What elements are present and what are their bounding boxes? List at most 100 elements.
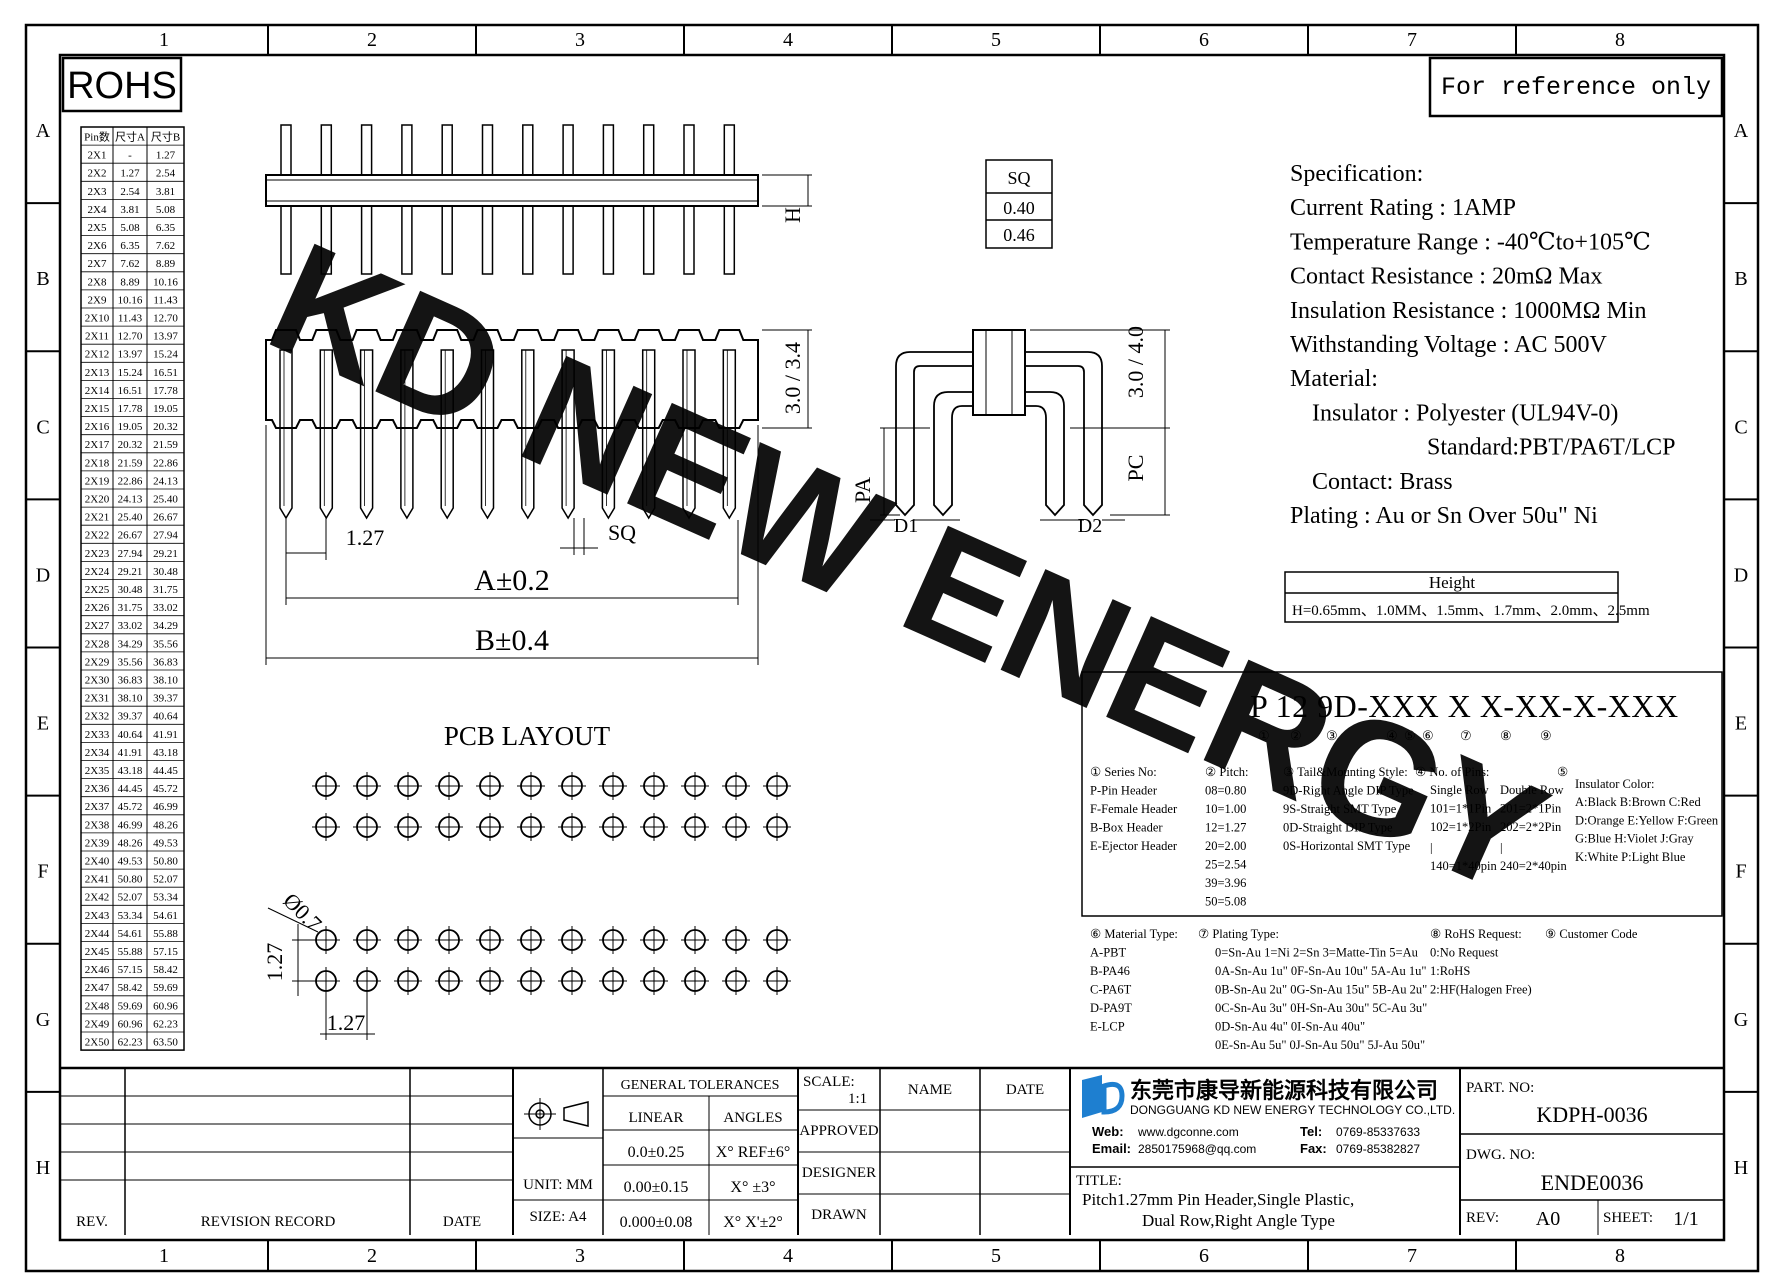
pin-table-cell: 50.80 — [118, 874, 143, 886]
tail-option: 9D-Right Angle DIP Type — [1283, 784, 1414, 798]
plating-option: ⑦ Plating Type: — [1198, 927, 1279, 941]
material-option: B-PA46 — [1090, 964, 1130, 978]
spec-line: Specification: — [1290, 161, 1423, 187]
height-table-value: H=0.65mm、1.0MM、1.5mm、1.7mm、2.0mm、2.5mm — [1292, 603, 1650, 619]
rohs-option: 2:HF(Halogen Free) — [1430, 983, 1532, 997]
pin-table-cell: 26.67 — [153, 512, 178, 524]
pins-option: Single Row — [1430, 783, 1489, 797]
row-label: E — [37, 713, 49, 735]
tb-designer: DESIGNER — [802, 1165, 876, 1181]
title-label: TITLE: — [1076, 1173, 1122, 1189]
pcb-vertical-pitch: 1.27 — [262, 943, 287, 982]
row-label: C — [36, 416, 49, 438]
email-value: 2850175968@qq.com — [1138, 1142, 1256, 1156]
front-view-drawing — [265, 329, 812, 665]
pin-table-cell: 63.50 — [153, 1037, 178, 1049]
rohs-option: 1:RoHS — [1430, 964, 1470, 978]
pcb-horizontal-pitch: 1.27 — [327, 1010, 366, 1035]
pitch-option: 39=3.96 — [1205, 876, 1246, 890]
pin — [521, 349, 535, 520]
pin-table-cell: 46.99 — [153, 801, 178, 813]
part-code-marker: ② — [1290, 728, 1302, 743]
pin-table-cell: 1.27 — [156, 150, 176, 162]
pin-table-cell: 2X9 — [88, 294, 107, 306]
column-label: 8 — [1615, 29, 1625, 51]
pin — [522, 205, 534, 275]
pin-table-cell: 20.32 — [153, 421, 178, 433]
logo-icon — [1082, 1075, 1102, 1118]
pin — [401, 205, 413, 275]
material-option: E-LCP — [1090, 1020, 1125, 1034]
dimension-side-height: 3.0 / 4.0 — [1123, 326, 1148, 398]
pin — [602, 205, 615, 275]
pin-table-cell: 2X39 — [85, 837, 110, 849]
pin-table-cell: 55.88 — [153, 928, 178, 940]
pin-table-cell: 2X36 — [85, 783, 110, 795]
dimension-d1: D1 — [894, 515, 918, 537]
tb-tol-angles: X° REF±6° — [716, 1144, 790, 1161]
pin — [641, 349, 656, 520]
pin-table-cell: 2X31 — [85, 693, 109, 705]
pin-table-cell: 22.86 — [118, 475, 143, 487]
pitch-option: 08=0.80 — [1205, 784, 1246, 798]
pcb-layout-drawing — [267, 772, 791, 1040]
pin-table-cell: 2X47 — [85, 982, 110, 994]
pin-table-cell: 62.23 — [118, 1037, 143, 1049]
spec-line: Contact: Brass — [1312, 469, 1453, 495]
spec-line: Standard:PBT/PA6T/LCP — [1427, 435, 1675, 461]
column-label: 5 — [991, 29, 1001, 51]
pin-table-cell: 57.15 — [118, 964, 143, 976]
sheet-label: SHEET: — [1603, 1210, 1653, 1226]
tb-approved: APPROVED — [799, 1123, 878, 1139]
plating-option: 0=Sn-Au 1=Ni 2=Sn 3=Matte-Tin 5=Au — [1215, 946, 1419, 960]
color-option: D:Orange E:Yellow F:Green — [1575, 813, 1719, 827]
pin-table-cell: 36.83 — [153, 656, 178, 668]
pin-table-cell: 2X4 — [88, 204, 107, 216]
pin-table-cell: 60.96 — [118, 1018, 143, 1030]
pin — [723, 205, 736, 275]
specification-block: Specification:Current Rating : 1AMPTempe… — [1290, 161, 1675, 529]
part-code-marker: ⑧ — [1500, 728, 1512, 743]
pin-table-cell: 39.37 — [118, 711, 143, 723]
pin-table-cell: 39.37 — [153, 693, 178, 705]
pin-table-cell: 2X32 — [85, 711, 109, 723]
pin-table-cell: 2X30 — [85, 675, 110, 687]
pin-table-cell: 21.59 — [153, 439, 178, 451]
pin-table-cell: 2X11 — [85, 331, 109, 343]
pin-table-cell: 2X50 — [85, 1037, 110, 1049]
column-label: 1 — [159, 29, 169, 51]
pin-table-cell: 16.51 — [153, 367, 178, 379]
pin-table-cell: 34.29 — [153, 620, 178, 632]
pins-option: ④ No. of Pins: — [1415, 765, 1489, 779]
pin — [602, 124, 615, 176]
leader — [267, 907, 319, 933]
tb-angles: ANGLES — [723, 1110, 782, 1126]
color-option: A:Black B:Brown C:Red — [1575, 795, 1701, 809]
dimension-pc: PC — [1123, 455, 1148, 482]
tb-linear: LINEAR — [629, 1110, 684, 1126]
column-label: 7 — [1407, 29, 1417, 51]
pin-table-cell: 6.35 — [120, 240, 140, 252]
pin — [319, 349, 334, 520]
pin-table-cell: 2X42 — [85, 892, 109, 904]
pin-table-cell: 33.02 — [118, 620, 143, 632]
pin — [682, 349, 696, 520]
pins-option: | — [1430, 841, 1433, 855]
pin-table-cell: 7.62 — [156, 240, 175, 252]
color-option: ⑤ — [1557, 765, 1568, 779]
pin-table-cell: 49.53 — [118, 856, 143, 868]
material-option: C-PA6T — [1090, 983, 1132, 997]
pin-table-cell: 5.08 — [156, 204, 176, 216]
dimension-pa: PA — [850, 477, 875, 503]
column-label: 2 — [367, 1245, 377, 1267]
tb-date2: DATE — [1006, 1082, 1044, 1098]
column-label: 7 — [1407, 1245, 1417, 1267]
pin-table-cell: 53.34 — [118, 910, 143, 922]
column-label: 3 — [575, 1245, 585, 1267]
pin-table-cell: 52.07 — [118, 892, 143, 904]
pin-table-header: 尺寸A — [115, 130, 145, 144]
row-label: A — [36, 120, 51, 142]
pin-table-cell: 2X19 — [85, 475, 110, 487]
